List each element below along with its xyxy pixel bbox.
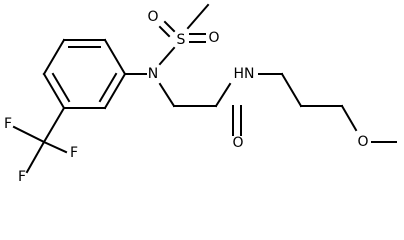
atom-o-sulfonyl-left: O (147, 9, 158, 25)
bond-n-s (158, 46, 176, 66)
bond-carbonyl-nh (214, 82, 232, 108)
atom-n-sulfonamide: N (148, 66, 158, 82)
bond-layer (12, 3, 397, 174)
atom-f-left: F (4, 116, 12, 132)
bond-ring-cf3 (42, 106, 66, 144)
bond-ring-3 (103, 72, 127, 110)
bond-ring-2 (103, 38, 127, 76)
atom-s: S (177, 32, 186, 48)
bond-s-methyl (186, 3, 210, 30)
atom-o-carbonyl: O (232, 135, 243, 151)
atom-nh-amide: HN (234, 66, 255, 82)
atom-label-layer: O S O N HN O O F F F (4, 9, 369, 185)
bond-ring-6 (42, 38, 66, 76)
atom-f-mid: F (70, 145, 78, 161)
atom-f-bottom: F (18, 169, 26, 185)
bond-c-f-mid (42, 140, 68, 154)
atom-o-sulfonyl-right: O (208, 30, 219, 46)
bond-c1-c2 (280, 72, 303, 108)
bond-ring-3-inner (98, 72, 118, 103)
bond-s-o-left-b (158, 25, 171, 38)
atom-o-ether: O (357, 134, 368, 150)
bond-c-f-left (12, 125, 46, 144)
bond-c-f-bottom (25, 140, 46, 174)
bond-n-ch2 (158, 82, 176, 108)
bond-ring-5 (42, 72, 66, 110)
bond-ring-5-inner (51, 72, 71, 103)
bond-s-o-left-a (163, 20, 176, 33)
chemical-structure-diagram: O S O N HN O O F F F (4, 3, 397, 185)
bond-c3-o (340, 104, 358, 132)
